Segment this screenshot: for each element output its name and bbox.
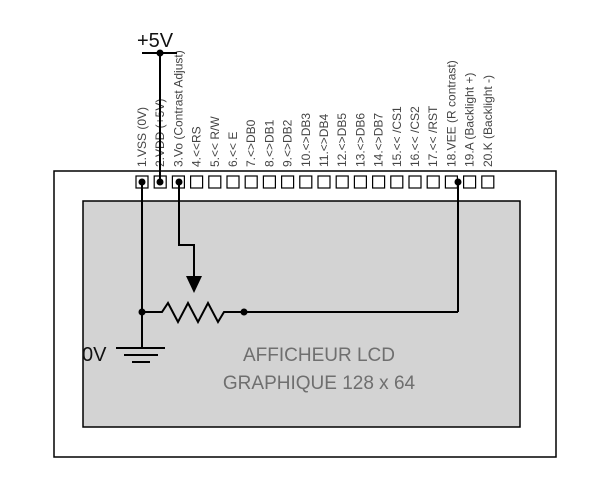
pin-11-label: 11.<>DB4 (317, 114, 331, 167)
pin-19-pad (463, 175, 477, 189)
lcd-panel (82, 200, 521, 428)
pin-7-label: 7.<>DB0 (244, 119, 258, 167)
pin-3-label: 3.Vo (Contrast Adjust) (171, 50, 185, 167)
pin-1-label: 1.VSS (0V) (135, 107, 149, 167)
pin-6-label: 6.<< E (226, 132, 240, 167)
pin-6-pad (226, 175, 240, 189)
pin-17-label: 17.<< /RST (426, 105, 440, 167)
pin-8-label: 8.<>DB1 (262, 119, 276, 167)
pin-13-label: 13.<>DB6 (353, 113, 367, 167)
gnd-label: 0V (82, 344, 107, 366)
pin-7-pad (244, 175, 258, 189)
pin-11-pad (317, 175, 331, 189)
pin-19-label: 19.A (Backlight +) (463, 73, 477, 167)
pin-5-label: 5.<< R/W (208, 116, 222, 167)
pin-14-label: 14.<>DB7 (372, 113, 386, 167)
pin-4-pad (190, 175, 204, 189)
display-title-line1: AFFICHEUR LCD (243, 345, 395, 366)
junction-dot-vo (175, 178, 183, 186)
pin-8-pad (262, 175, 276, 189)
junction-dot-vee (454, 178, 462, 186)
ground-symbol (116, 347, 165, 363)
vcc-label: +5V (137, 30, 174, 52)
pin-10-label: 10.<>DB3 (299, 113, 313, 167)
junction-dot-gnd (138, 308, 146, 316)
pin-14-pad (372, 175, 386, 189)
pin-13-pad (353, 175, 367, 189)
pin-10-pad (299, 175, 313, 189)
pin-15-pad (390, 175, 404, 189)
pin-16-pad (408, 175, 422, 189)
pin-12-pad (335, 175, 349, 189)
pin-20-pad (481, 175, 495, 189)
pin-12-label: 12.<>DB5 (335, 113, 349, 167)
pin-4-label: 4.<<RS (190, 126, 204, 167)
junction-dot-vdd (156, 178, 164, 186)
display-title-line2: GRAPHIQUE 128 x 64 (223, 373, 416, 394)
pin-15-label: 15.<< /CS1 (390, 106, 404, 167)
pin-9-pad (281, 175, 295, 189)
pin-20-label: 20.K (Backlight -) (481, 75, 495, 167)
pin-header: 1.VSS (0V)2.VDD (+5V)3.Vo (Contrast Adju… (135, 50, 495, 189)
junction-dot-vss (138, 178, 146, 186)
pin-9-label: 9.<>DB2 (281, 119, 295, 167)
junction-dot-rail (156, 49, 164, 57)
junction-dot-pot (240, 308, 248, 316)
pin-18-label: 18.VEE (R contrast) (444, 60, 458, 167)
vo-wiper-wire (178, 182, 195, 276)
pin-5-pad (208, 175, 222, 189)
pin-17-pad (426, 175, 440, 189)
wiper-arrow (186, 276, 202, 293)
potentiometer-resistor (142, 300, 244, 325)
pin-16-label: 16.<< /CS2 (408, 106, 422, 167)
